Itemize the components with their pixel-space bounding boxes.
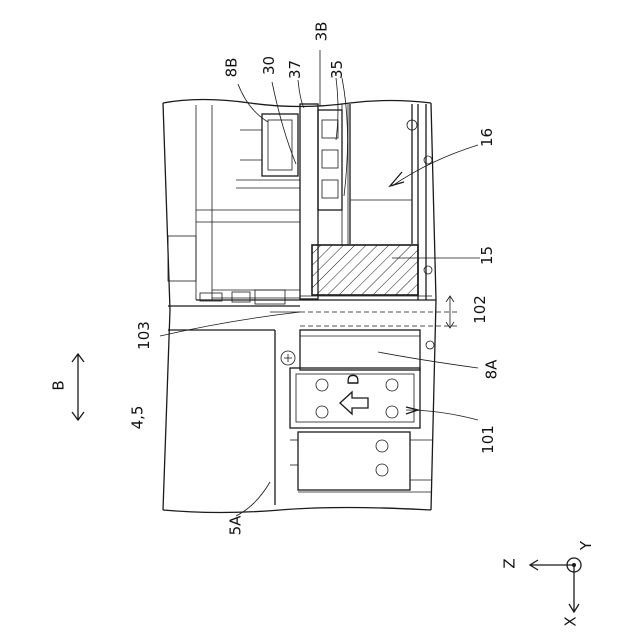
- ref-103: 103: [137, 321, 152, 350]
- axis-label-y: Y: [579, 541, 594, 550]
- ref-5A: 5A: [228, 516, 243, 536]
- axis-label-x: X: [564, 616, 579, 626]
- direction-arrow-B: [72, 354, 84, 420]
- lower-bracket: [290, 432, 432, 492]
- ref-102: 102: [473, 295, 488, 324]
- coordinate-axes: [530, 558, 581, 612]
- ref-35: 35: [330, 60, 345, 79]
- ref-30: 30: [262, 56, 277, 75]
- housing-4-5: [168, 105, 300, 505]
- ref-D: D: [346, 374, 361, 386]
- axis-label-z: Z: [503, 558, 518, 568]
- hatched-block-15: [312, 245, 418, 295]
- ref-37: 37: [288, 60, 303, 79]
- part-8A: [300, 330, 434, 370]
- ref-101: 101: [481, 425, 496, 454]
- ref-16: 16: [480, 128, 495, 147]
- ref-B: B: [52, 380, 67, 390]
- part-101: [281, 351, 420, 428]
- ref-4-5: 4,5: [130, 406, 145, 430]
- ref-3B: 3B: [314, 22, 329, 42]
- ref-8B: 8B: [224, 58, 239, 78]
- ref-15: 15: [480, 246, 495, 265]
- ref-8A: 8A: [484, 360, 499, 380]
